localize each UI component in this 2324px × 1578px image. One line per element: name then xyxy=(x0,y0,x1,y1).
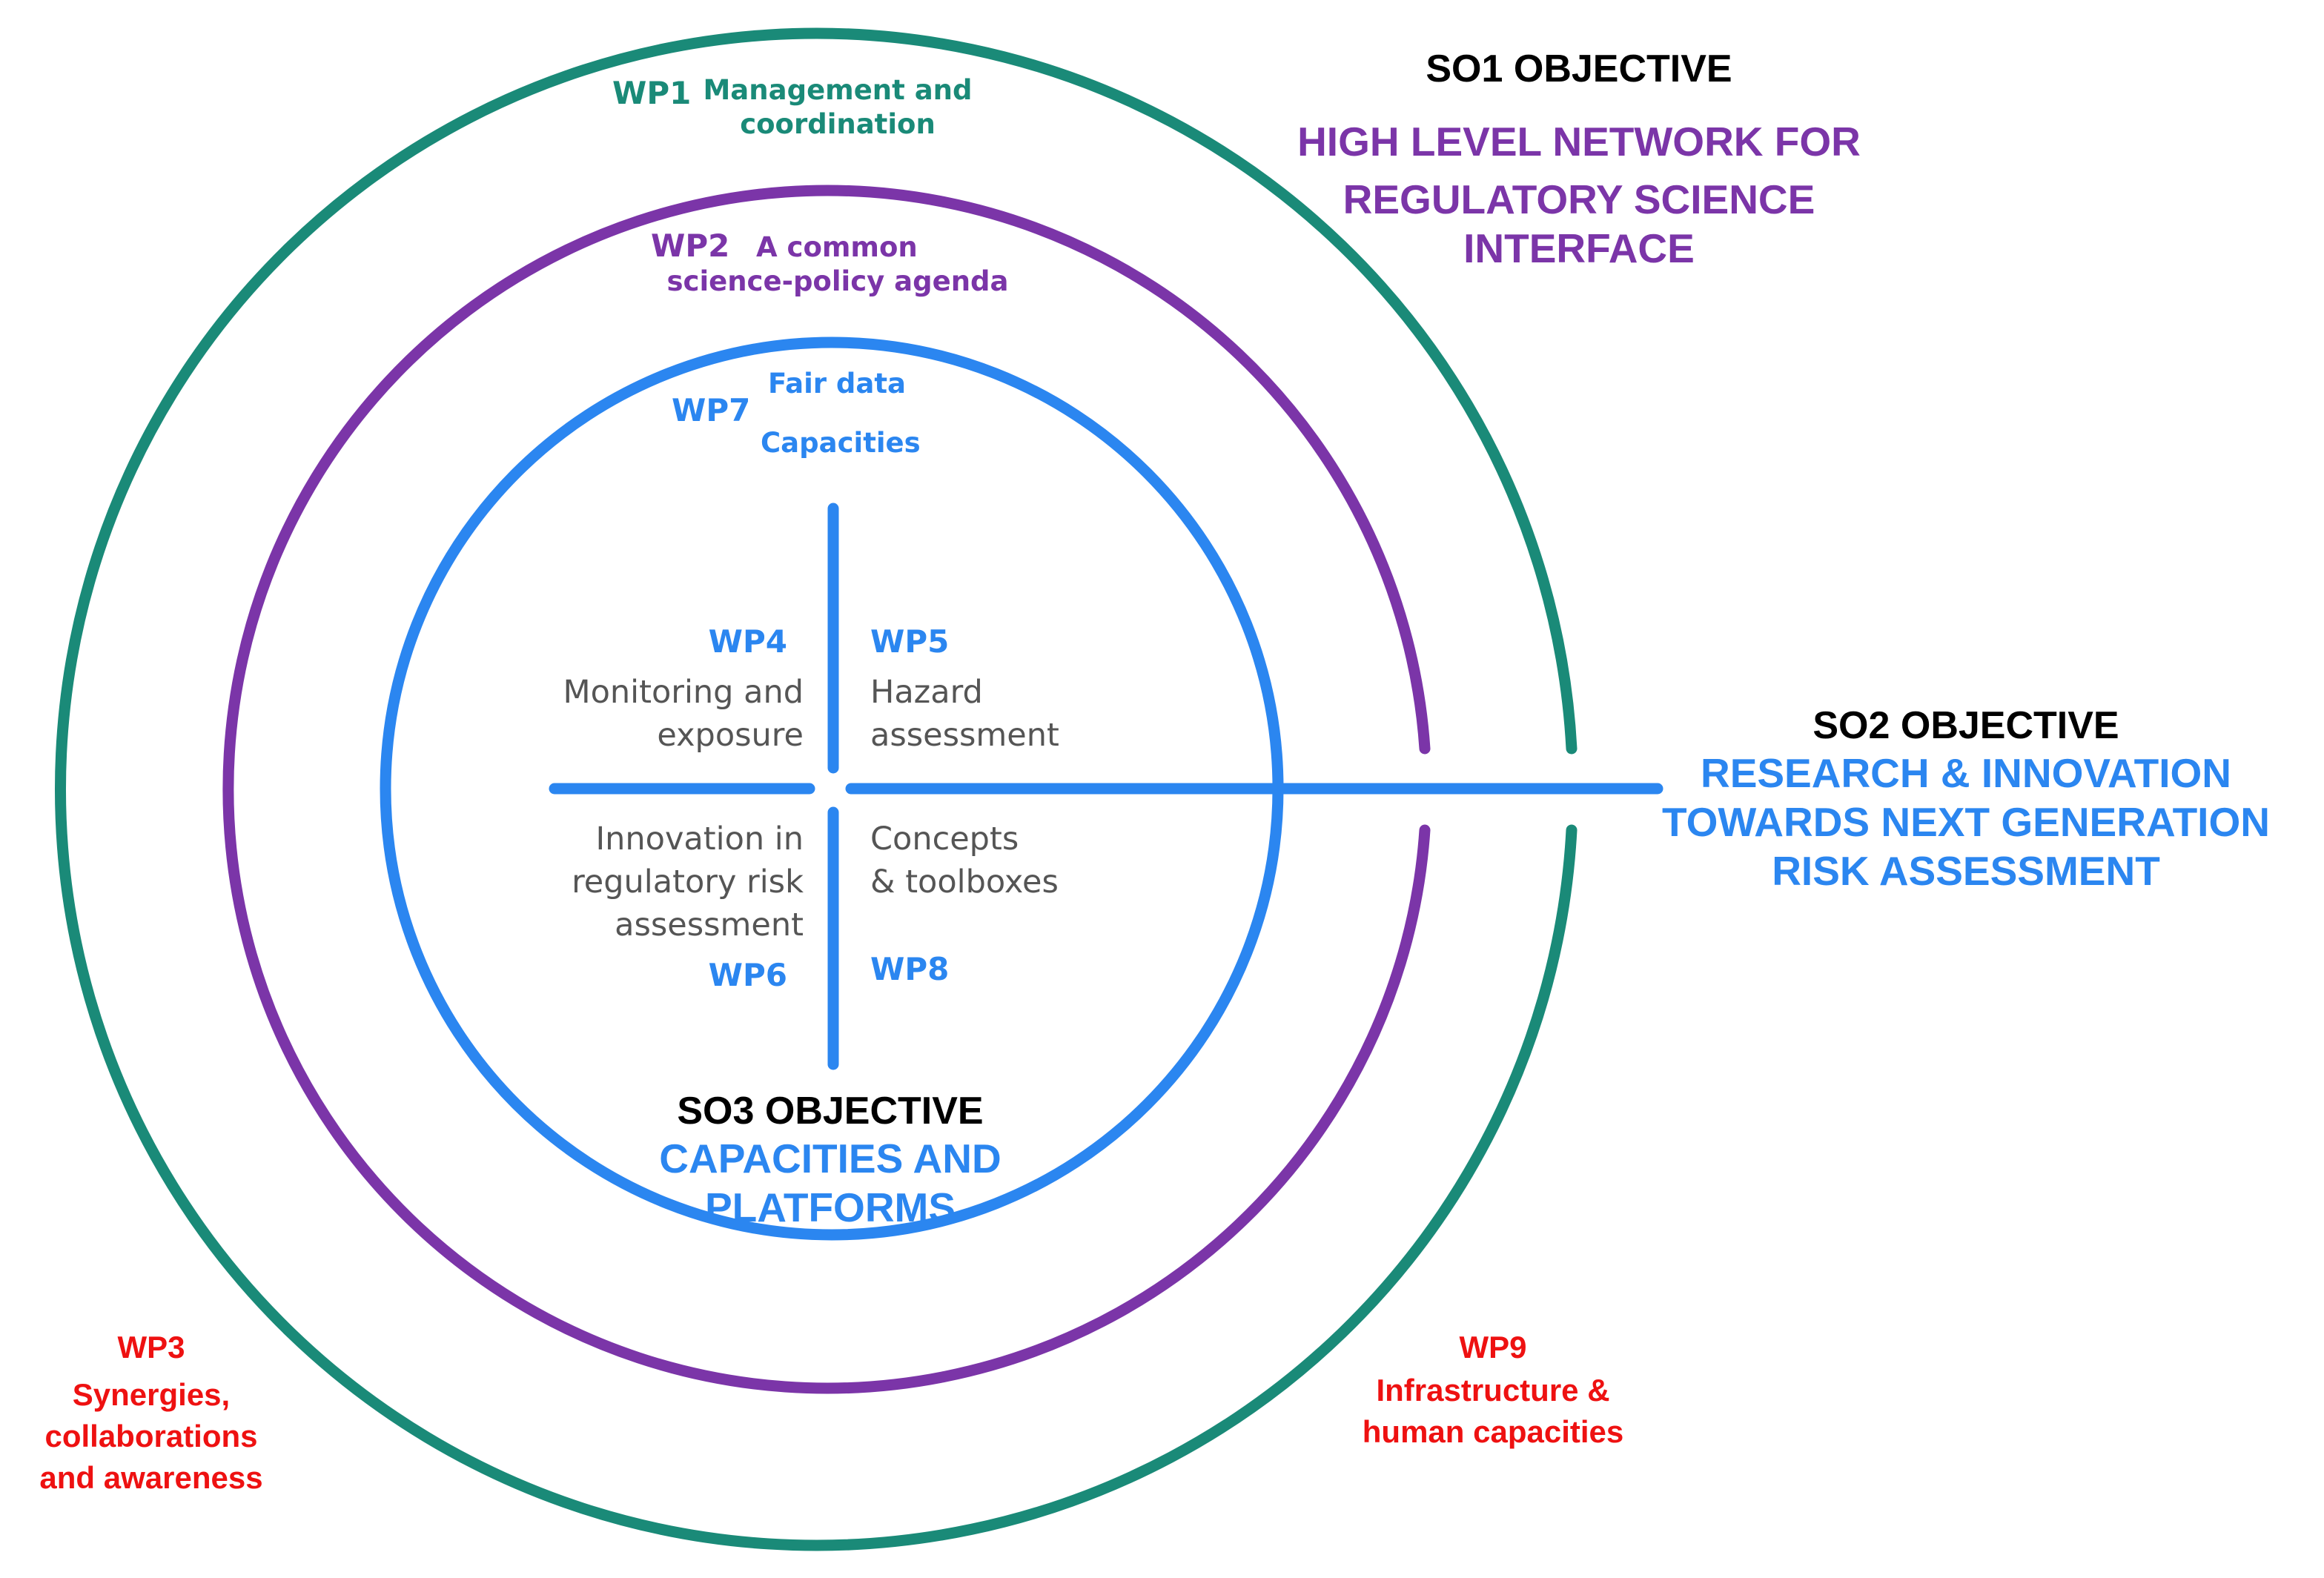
wp2-title-line1: A common xyxy=(756,231,918,263)
wp2-code: WP2 xyxy=(651,228,729,264)
wp7-item-capacities: Capacities xyxy=(761,427,921,459)
wp9-title-line1: Infrastructure & xyxy=(1376,1373,1609,1408)
wp1-code: WP1 xyxy=(612,75,691,111)
wp4-code: WP4 xyxy=(709,623,787,660)
wp3-title-line2: collaborations xyxy=(44,1419,257,1453)
so1-heading: SO1 OBJECTIVE xyxy=(1426,47,1732,90)
wp6-title-line2: regulatory risk xyxy=(572,863,804,901)
wp6-title-line3: assessment xyxy=(615,906,804,944)
wp3-code: WP3 xyxy=(117,1330,185,1365)
so1-line2: REGULATORY SCIENCE xyxy=(1343,176,1815,222)
wp1-title-line2: coordination xyxy=(740,108,936,140)
so1-line3: INTERFACE xyxy=(1463,225,1695,271)
wp2-title-line2: science-policy agenda xyxy=(666,265,1008,297)
wp7-item-fair-data: Fair data xyxy=(768,368,906,400)
wp5-code: WP5 xyxy=(870,623,949,660)
wp8-title-line1: Concepts xyxy=(870,821,1019,858)
wp1-title-line1: Management and xyxy=(703,74,972,106)
wp1-ring xyxy=(54,27,1578,1551)
wp5-title-line1: Hazard xyxy=(870,674,983,711)
so3-heading: SO3 OBJECTIVE xyxy=(677,1090,983,1133)
wp3-title-line3: and awareness xyxy=(39,1460,262,1495)
so3-line1: CAPACITIES AND xyxy=(659,1136,1001,1181)
so2-line1: RESEARCH & INNOVATION xyxy=(1701,750,2231,796)
wp9-code: WP9 xyxy=(1459,1330,1526,1365)
wp8-code: WP8 xyxy=(870,951,949,987)
wp4-title-line2: exposure xyxy=(657,717,804,754)
so3-line2: PLATFORMS xyxy=(705,1184,956,1230)
so2-line3: RISK ASSESSMENT xyxy=(1772,848,2160,894)
wp4-title-line1: Monitoring and xyxy=(563,674,804,711)
wp7-code: WP7 xyxy=(672,392,750,428)
so1-line1: HIGH LEVEL NETWORK FOR xyxy=(1297,119,1861,165)
wp9-title-line2: human capacities xyxy=(1363,1414,1623,1449)
wp6-title-line1: Innovation in xyxy=(595,821,804,858)
wp3-title-line1: Synergies, xyxy=(73,1377,230,1412)
so2-heading: SO2 OBJECTIVE xyxy=(1812,704,2119,747)
wp8-title-line2: & toolboxes xyxy=(870,863,1059,901)
wp6-code: WP6 xyxy=(709,957,787,993)
so2-line2: TOWARDS NEXT GENERATION xyxy=(1662,799,2270,845)
wp2-ring xyxy=(222,185,1431,1394)
wp5-title-line2: assessment xyxy=(870,717,1059,754)
